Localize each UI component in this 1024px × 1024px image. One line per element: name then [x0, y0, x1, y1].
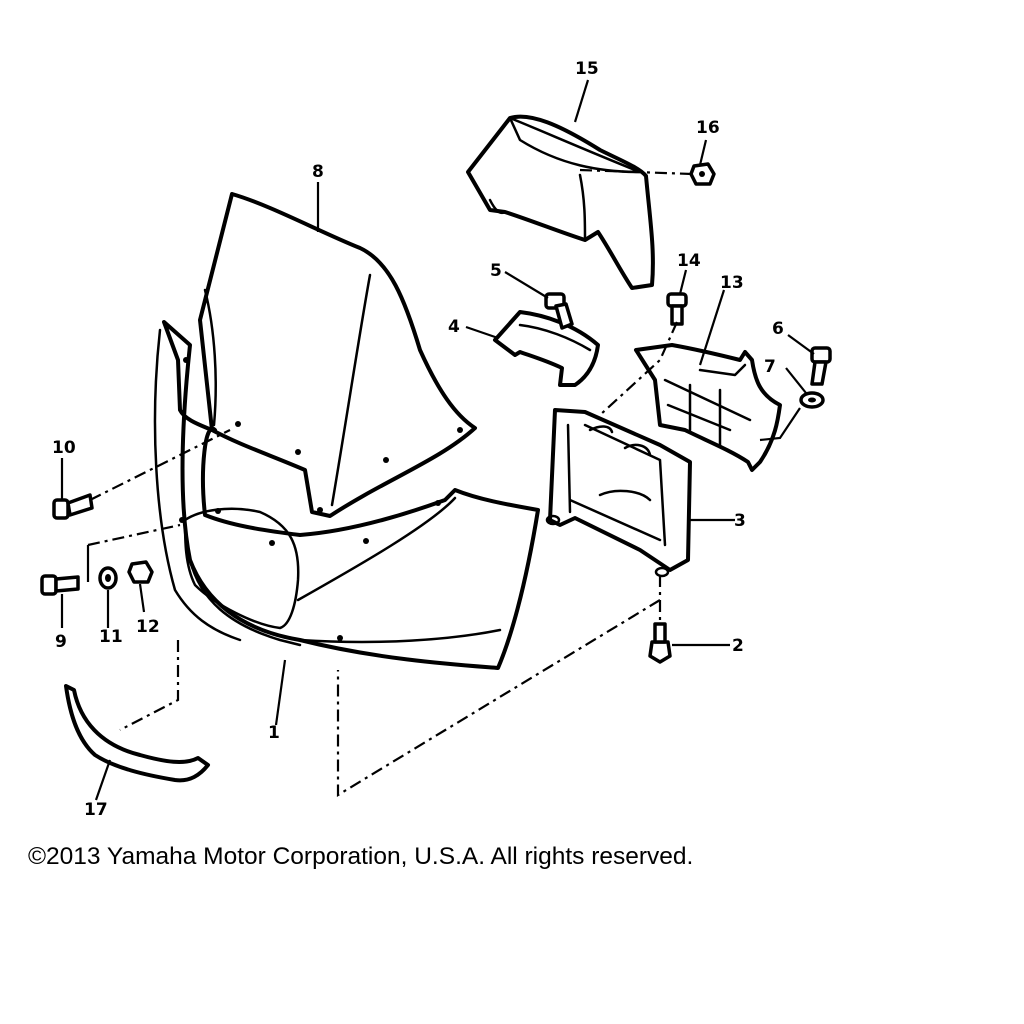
- callout-15: 15: [575, 59, 599, 79]
- callout-16: 16: [696, 118, 720, 138]
- cover-part-4: [493, 310, 600, 387]
- callout-17: 17: [84, 800, 108, 820]
- bolt-part-10: [52, 493, 94, 520]
- leader-lines: [60, 79, 815, 801]
- windscreen-part-8: [198, 192, 477, 518]
- copyright-notice: ©2013 Yamaha Motor Corporation, U.S.A. A…: [28, 843, 694, 870]
- callout-4: 4: [448, 317, 460, 337]
- callout-6: 6: [772, 319, 784, 339]
- callout-13: 13: [720, 273, 744, 293]
- callout-14: 14: [677, 251, 701, 271]
- meter-cover-part-15: [466, 114, 655, 290]
- callout-8: 8: [312, 162, 324, 182]
- assembly-lines: [87, 168, 693, 797]
- bolt-part-2: [648, 622, 672, 664]
- trim-strip-part-17: [64, 684, 210, 783]
- bolt-part-5: [544, 292, 574, 330]
- callout-10: 10: [52, 438, 76, 458]
- callout-12: 12: [136, 617, 160, 637]
- callout-2: 2: [732, 636, 744, 656]
- callout-11: 11: [99, 627, 123, 647]
- callout-5: 5: [490, 261, 502, 281]
- exploded-parts-diagram: 15 16 8 14 13 5 4 6 7 10 3 9 11 12 2 1 1…: [40, 59, 832, 820]
- front-cowling-part-1: [153, 320, 540, 670]
- washer-part-7: [799, 391, 825, 409]
- bracket-part-13: [634, 343, 782, 472]
- bolt-part-14: [666, 292, 688, 326]
- bolt-part-6: [810, 346, 832, 386]
- callout-3: 3: [734, 511, 746, 531]
- stay-frame-part-3: [545, 408, 692, 578]
- nut-part-16: [689, 162, 716, 186]
- callout-labels: 15 16 8 14 13 5 4 6 7 10 3 9 11 12 2 1 1…: [52, 59, 784, 820]
- nut-part-12: [127, 560, 154, 584]
- bolt-part-9: [40, 574, 80, 596]
- washer-part-11: [98, 566, 118, 590]
- callout-9: 9: [55, 632, 67, 652]
- callout-7: 7: [764, 357, 776, 377]
- callout-1: 1: [268, 723, 280, 743]
